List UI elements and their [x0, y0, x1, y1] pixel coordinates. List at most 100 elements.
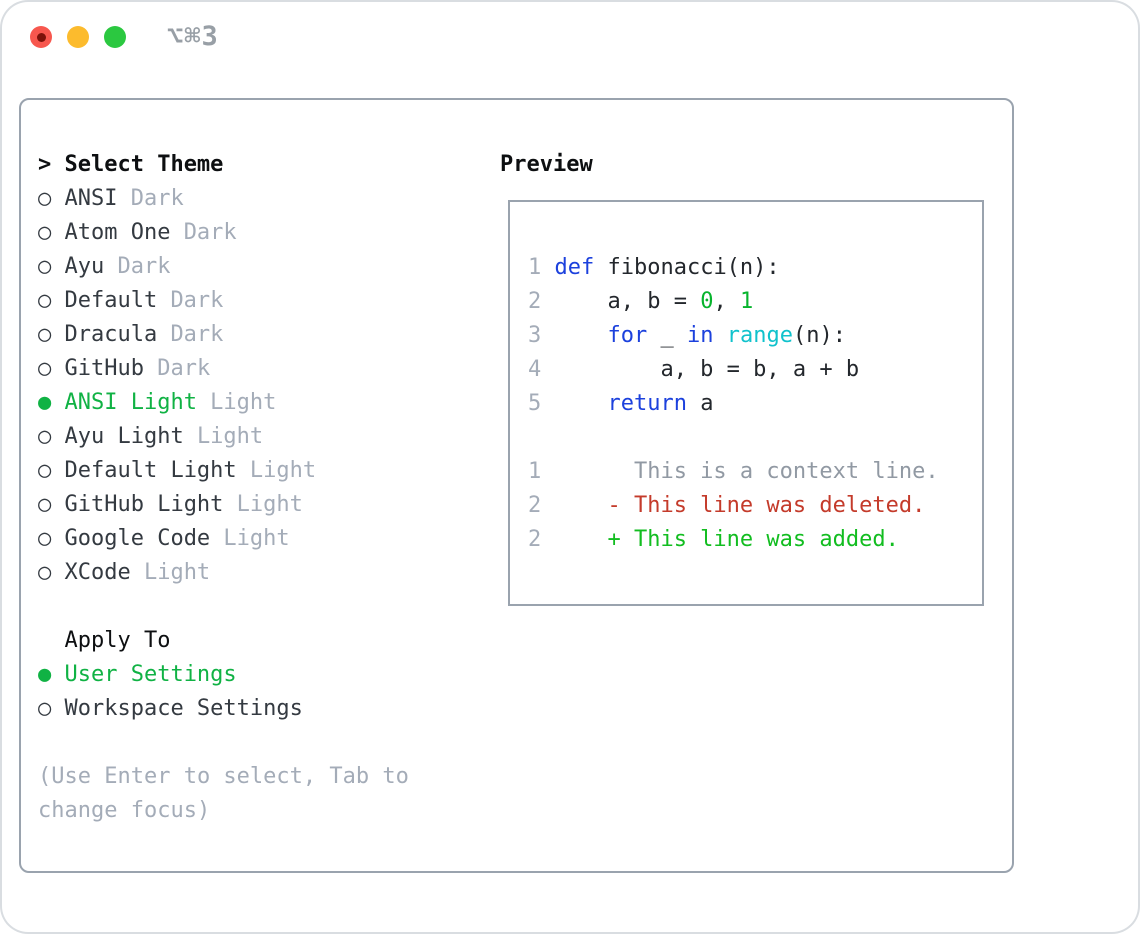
code-line: 1 def fibonacci(n):	[528, 251, 982, 285]
radio-circle-icon: ○	[38, 696, 52, 721]
code-token: fibonacci(n):	[594, 255, 780, 280]
option-label: Default	[64, 288, 158, 313]
radio-circle-icon: ○	[38, 526, 52, 551]
code-line: 4 a, b = b, a + b	[528, 353, 982, 387]
option-label: ANSI Light	[64, 390, 197, 415]
code-line: 2 - This line was deleted.	[528, 489, 982, 523]
theme-option-xcode[interactable]: ○ XCode Light	[38, 556, 435, 590]
apply-to-title: Apply To	[64, 628, 171, 653]
window-shortcut-label: ⌥⌘3	[167, 21, 219, 52]
line-number: 2	[528, 527, 542, 552]
select-theme-title: Select Theme	[64, 152, 224, 177]
theme-option-atom-one[interactable]: ○ Atom One Dark	[38, 216, 435, 250]
radio-circle-icon: ○	[38, 356, 52, 381]
help-text: (Use Enter to select, Tab to change focu…	[38, 764, 409, 823]
traffic-lights	[30, 26, 141, 48]
variant-tag: Dark	[170, 288, 224, 313]
radio-circle-icon: ○	[38, 220, 52, 245]
theme-option-ayu-light[interactable]: ○ Ayu Light Light	[38, 420, 435, 454]
zoom-button[interactable]	[104, 26, 126, 48]
variant-tag: Dark	[183, 220, 237, 245]
option-label: Google Code	[64, 526, 211, 551]
theme-option-google-code[interactable]: ○ Google Code Light	[38, 522, 435, 556]
option-label: Default Light	[64, 458, 237, 483]
radio-circle-icon: ○	[38, 254, 52, 279]
code-token: This is a context line.	[554, 459, 939, 484]
apply-option-user-settings[interactable]: ● User Settings	[38, 658, 435, 692]
line-number: 3	[528, 323, 542, 348]
code-line: 3 for _ in range(n):	[528, 319, 982, 353]
code-line: 2 a, b = 0, 1	[528, 285, 982, 319]
select-theme-header: > Select Theme	[38, 148, 435, 182]
titlebar: ⌥⌘3	[0, 0, 1140, 76]
theme-option-ansi-light[interactable]: ● ANSI Light Light	[38, 386, 435, 420]
theme-option-default-light[interactable]: ○ Default Light Light	[38, 454, 435, 488]
variant-tag: Light	[249, 458, 317, 483]
code-token: ,	[713, 289, 740, 314]
code-token	[713, 323, 726, 348]
radio-selected-icon: ●	[38, 662, 52, 687]
radio-circle-icon: ○	[38, 458, 52, 483]
minimize-button[interactable]	[67, 26, 89, 48]
option-label: Ayu Light	[64, 424, 184, 449]
code-token: - This line was deleted.	[554, 493, 926, 518]
code-token: + This line was added.	[554, 527, 899, 552]
radio-circle-icon: ○	[38, 322, 52, 347]
radio-circle-icon: ○	[38, 288, 52, 313]
variant-tag: Light	[223, 526, 290, 551]
code-line: 2 + This line was added.	[528, 523, 982, 557]
theme-option-dracula[interactable]: ○ Dracula Dark	[38, 318, 435, 352]
radio-circle-icon: ○	[38, 424, 52, 449]
option-label: Ayu	[64, 254, 105, 279]
variant-tag: Light	[210, 390, 277, 415]
option-label: ANSI	[64, 186, 118, 211]
theme-option-github[interactable]: ○ GitHub Dark	[38, 352, 435, 386]
code-token: return	[607, 391, 687, 416]
code-token: range	[726, 323, 793, 348]
code-line: 5 return a	[528, 387, 982, 421]
line-number: 2	[528, 289, 542, 314]
radio-selected-icon: ●	[38, 390, 52, 415]
variant-tag: Dark	[157, 356, 211, 381]
code-token: in	[686, 323, 714, 348]
close-button[interactable]	[30, 26, 52, 48]
apply-option-workspace-settings[interactable]: ○Workspace Settings	[38, 692, 435, 726]
variant-tag: Dark	[130, 186, 184, 211]
radio-circle-icon: ○	[38, 560, 52, 585]
preview-title: Preview	[500, 152, 593, 177]
option-label: GitHub	[64, 356, 144, 381]
theme-option-default[interactable]: ○ Default Dark	[38, 284, 435, 318]
variant-tag: Dark	[170, 322, 224, 347]
code-line: 1 This is a context line.	[528, 455, 982, 489]
variant-tag: Light	[143, 560, 211, 585]
option-label: Dracula	[64, 322, 158, 347]
variant-tag: Light	[196, 424, 264, 449]
apply-to-list: ● User Settings ○Workspace Settings	[38, 658, 435, 726]
variant-tag: Dark	[117, 254, 171, 279]
close-dot-icon	[36, 32, 46, 42]
code-token: a	[686, 391, 714, 416]
option-label: Atom One	[64, 220, 171, 245]
line-number: 5	[528, 391, 542, 416]
code-line	[528, 421, 982, 455]
code-token: def	[554, 255, 595, 280]
option-label: User Settings	[64, 662, 237, 687]
code-token: for	[607, 323, 648, 348]
line-number: 1	[528, 255, 542, 280]
variant-tag: Light	[236, 492, 303, 517]
apply-to-header: Apply To	[38, 624, 435, 658]
prompt-caret-icon: >	[38, 152, 52, 177]
line-number: 2	[528, 493, 542, 518]
option-label: XCode	[64, 560, 131, 585]
code-token: 1	[739, 289, 754, 314]
spacer	[38, 590, 435, 624]
radio-circle-icon: ○	[38, 492, 52, 517]
theme-option-ayu[interactable]: ○ Ayu Dark	[38, 250, 435, 284]
